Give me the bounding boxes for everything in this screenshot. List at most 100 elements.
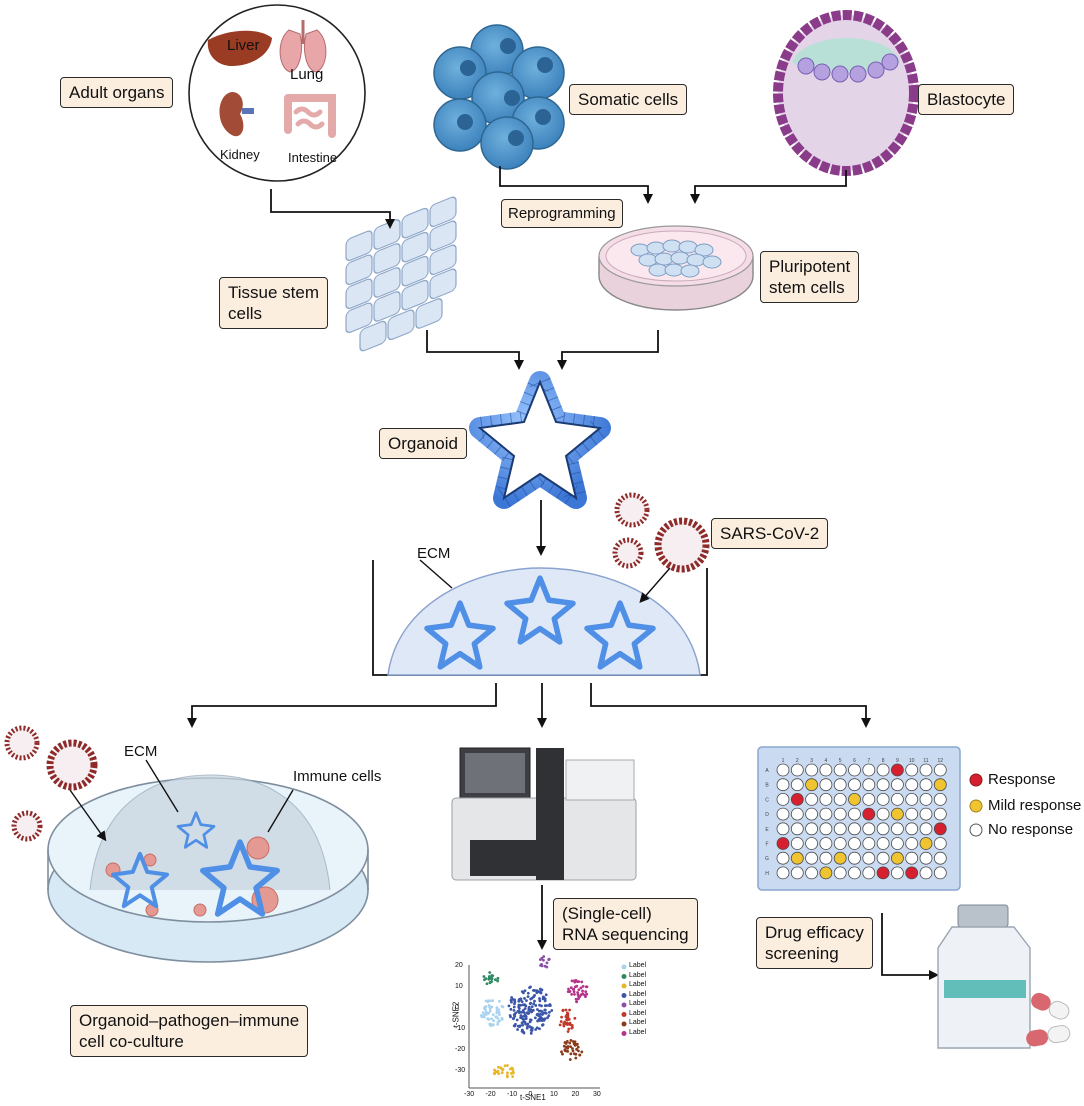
tsne-legend-swatch — [621, 1031, 627, 1036]
tsne-point — [574, 997, 578, 1001]
lung-label: Lung — [290, 66, 324, 83]
tsne-point — [569, 986, 573, 990]
tsne-point — [531, 1008, 535, 1012]
tsne-legend-swatch — [621, 983, 627, 989]
tsne-point — [491, 1013, 495, 1017]
tsne-xtick: 0 — [528, 1091, 533, 1098]
well-no-response — [876, 822, 890, 836]
well-no-response — [919, 807, 933, 821]
tsne-point — [520, 1000, 524, 1004]
tsne-point — [530, 1005, 534, 1009]
tsne-point — [484, 1011, 488, 1015]
rna-sequencing-label: (Single-cell) RNA sequencing — [553, 898, 698, 950]
reprogramming-label: Reprogramming — [501, 199, 623, 228]
tissue-stem-cells-line1: Tissue stem — [228, 283, 320, 302]
tsne-point — [526, 995, 530, 998]
legend-response-text: Response — [988, 771, 1056, 788]
tsne-point — [528, 986, 531, 990]
tsne-point — [522, 1015, 526, 1018]
tsne-point — [529, 1018, 532, 1022]
tsne-point — [576, 980, 579, 984]
tsne-point — [537, 1018, 540, 1022]
well-no-response — [933, 851, 947, 865]
well-no-response — [805, 822, 818, 836]
tsne-point — [522, 1003, 526, 1007]
well-no-response — [776, 807, 790, 821]
tsne-legend-label: Label — [629, 1009, 647, 1017]
plate-row-label: E — [765, 827, 769, 833]
tissue-stem-cells-line2: cells — [228, 304, 263, 323]
plate-row-label: A — [765, 768, 769, 774]
intestine-icon — [284, 94, 336, 138]
well-mild-response — [891, 807, 904, 821]
well-no-response — [819, 807, 833, 821]
kidney-label: Kidney — [220, 147, 260, 162]
coculture-dish-illustration — [47, 759, 369, 963]
tsne-point — [579, 993, 583, 997]
tsne-point — [529, 1028, 533, 1032]
tsne-point — [479, 1014, 483, 1017]
tsne-point — [585, 985, 589, 989]
well-mild-response — [790, 851, 804, 865]
well-no-response — [905, 837, 919, 850]
well-no-response — [876, 763, 890, 777]
tsne-legend-label: Label — [629, 1019, 647, 1026]
coculture-ecm-label: ECM — [124, 743, 158, 760]
tsne-point — [519, 997, 523, 1001]
tsne-point — [529, 1031, 533, 1035]
tsne-point — [521, 1023, 525, 1027]
plate-column-label: 9 — [896, 758, 899, 764]
tsne-point — [567, 1027, 571, 1031]
kidney-icon — [219, 92, 244, 137]
tsne-point — [535, 989, 539, 993]
well-no-response — [862, 793, 876, 806]
tsne-point — [507, 1004, 511, 1008]
tsne-point — [561, 1052, 564, 1056]
well-no-response — [790, 778, 804, 792]
well-no-response — [919, 763, 933, 777]
sequencer-illustration — [451, 747, 637, 881]
tsne-point — [543, 1008, 547, 1012]
tsne-point — [500, 1018, 504, 1021]
tsne-point — [547, 957, 551, 961]
tsne-point — [520, 1029, 524, 1033]
tsne-point — [568, 1008, 571, 1012]
tsne-point — [543, 999, 547, 1003]
pluripotent-line2: stem cells — [769, 278, 845, 297]
legend-mild-text: Mild response — [988, 797, 1082, 814]
coculture-virus-icons — [4, 725, 98, 842]
tsne-xtick: 10 — [550, 1091, 558, 1098]
tsne-legend-swatch — [621, 1002, 627, 1008]
tsne-point — [561, 1009, 565, 1013]
tsne-point — [576, 1045, 580, 1049]
tsne-point — [503, 1064, 507, 1068]
tsne-point — [490, 1005, 494, 1009]
organoid-label: Organoid — [379, 428, 467, 459]
tsne-point — [547, 1010, 551, 1014]
well-no-response — [819, 793, 833, 806]
well-no-response — [776, 793, 790, 806]
tsne-point — [496, 979, 500, 983]
well-no-response — [933, 807, 947, 821]
tsne-point — [580, 980, 584, 984]
tsne-point — [531, 1026, 534, 1030]
plate-column-label: 8 — [882, 758, 885, 764]
tsne-point — [538, 999, 542, 1003]
drug-vial-illustration — [937, 904, 1031, 1049]
tsne-point — [562, 1024, 566, 1028]
tsne-point — [569, 1045, 572, 1048]
tsne-point — [573, 1016, 577, 1020]
tsne-point — [560, 1050, 563, 1054]
tsne-point — [523, 997, 526, 1000]
well-no-response — [933, 837, 947, 850]
tsne-point — [571, 1040, 575, 1043]
lung-icon — [279, 20, 327, 73]
well-no-response — [862, 866, 876, 880]
tsne-point — [569, 1038, 573, 1042]
tsne-ytick: 20 — [455, 962, 463, 969]
well-no-response — [833, 837, 847, 850]
well-no-response — [919, 778, 933, 792]
well-no-response — [876, 793, 890, 806]
